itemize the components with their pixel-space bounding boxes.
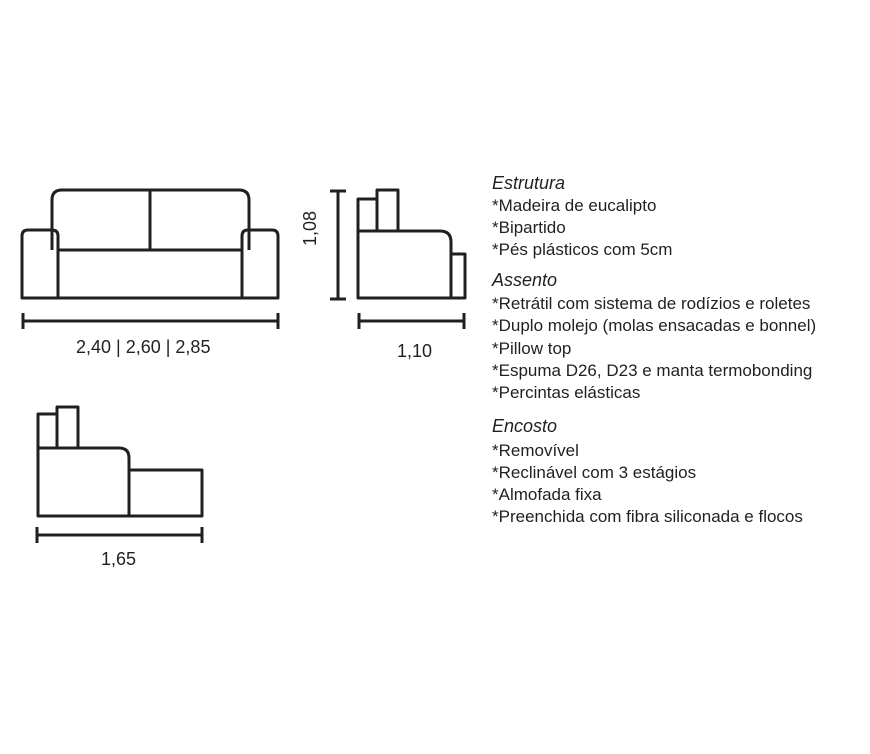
spec-item: *Preenchida com fibra siliconada e floco… — [492, 507, 803, 526]
width-dimension-line — [21, 313, 280, 329]
spec-item: *Reclinável com 3 estágios — [492, 463, 697, 482]
spec-title-encosto: Encosto — [492, 416, 558, 436]
spec-title-assento: Assento — [492, 270, 558, 290]
open-body — [36, 446, 131, 518]
open-back-cushion-tall — [55, 405, 80, 450]
spec-item: *Percintas elásticas — [492, 383, 641, 402]
side-leg-panel — [449, 252, 467, 300]
right-arm — [240, 228, 280, 300]
spec-item: *Madeira de eucalipto — [492, 196, 657, 215]
depth-dimension-label: 1,10 — [397, 341, 433, 361]
height-dimension-line — [330, 189, 346, 301]
spec-item: *Removível — [492, 441, 579, 460]
left-arm — [20, 228, 60, 300]
spec-item: *Espuma D26, D23 e manta termobonding — [492, 361, 813, 380]
height-dimension-label: 1,08 — [300, 210, 320, 246]
spec-item: *Pillow top — [492, 339, 572, 358]
spec-item: *Almofada fixa — [492, 485, 602, 504]
spec-item: *Duplo molejo (molas ensacadas e bonnel) — [492, 316, 817, 335]
depth-dimension-line — [357, 313, 466, 329]
open-depth-dimension-line — [35, 527, 204, 543]
spec-item: *Retrátil com sistema de rodízios e role… — [492, 294, 811, 313]
extended-seat — [127, 468, 204, 518]
spec-item: *Bipartido — [492, 218, 566, 237]
sofa-front-view — [20, 188, 280, 300]
back-cushion-tall — [375, 188, 400, 233]
sofa-side-view — [356, 188, 467, 300]
spec-title-estrutura: Estrutura — [492, 173, 566, 193]
side-body — [356, 229, 453, 300]
back-cushion-small — [356, 197, 379, 233]
open-back-cushion-small — [36, 412, 59, 450]
open-depth-dimension-label: 1,65 — [101, 549, 137, 569]
sofa-open-view — [36, 405, 204, 518]
spec-item: *Pés plásticos com 5cm — [492, 240, 673, 259]
width-dimension-label: 2,40 | 2,60 | 2,85 — [76, 337, 211, 357]
